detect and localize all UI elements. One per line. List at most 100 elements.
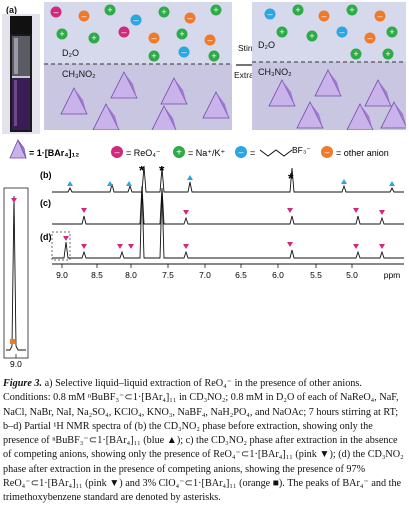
- svg-text:+: +: [179, 29, 184, 39]
- trace-label-c: (c): [40, 198, 51, 208]
- svg-text:+: +: [161, 7, 166, 17]
- inset-pink-marker: [11, 198, 17, 203]
- peak-markers-b: [67, 175, 395, 186]
- peak-markers-c: [81, 208, 385, 215]
- legend-other-text: = other anion: [336, 148, 389, 158]
- inset-trace: [6, 195, 26, 351]
- asterisk-2: *: [159, 166, 165, 178]
- d2o-label-left: D₂O: [62, 48, 79, 58]
- stirring-label: Stirring: [238, 43, 265, 53]
- svg-text:+: +: [389, 27, 394, 37]
- vial-photo: [2, 14, 40, 134]
- svg-text:–: –: [367, 33, 372, 43]
- ion-cation: [306, 30, 318, 42]
- svg-text:+: +: [213, 5, 218, 15]
- svg-text:+: +: [91, 33, 96, 43]
- axis-tick-label: ppm: [384, 270, 401, 280]
- ion-bf3: [336, 26, 348, 38]
- ion-bf3: [264, 8, 276, 20]
- axis-tick-label: 7.5: [162, 270, 174, 280]
- ion-cation: [88, 32, 100, 44]
- svg-text:+: +: [107, 5, 112, 15]
- ion-cation: [292, 4, 304, 16]
- ion-cation: [346, 4, 358, 16]
- panel-a-label: (a): [6, 5, 17, 15]
- ion-cation: [276, 26, 288, 38]
- svg-text:+: +: [59, 29, 64, 39]
- trace-c: [52, 185, 404, 225]
- trace-label-b: (b): [40, 170, 52, 180]
- d2o-label-right: D₂O: [258, 40, 275, 50]
- svg-text:–: –: [238, 147, 243, 157]
- svg-text:–: –: [321, 11, 326, 21]
- legend-cation-text: = Na⁺/K⁺: [188, 148, 226, 158]
- asterisk-3: *: [288, 170, 294, 186]
- caption-text: a) Selective liquid–liquid extraction of…: [3, 378, 404, 504]
- peak-markers-d: [63, 236, 385, 249]
- inset-orange-marker: [10, 339, 15, 344]
- figure-caption: Figure 3. a) Selective liquid–liquid ext…: [3, 377, 406, 506]
- svg-text:–: –: [133, 15, 138, 25]
- ion-other: [318, 10, 330, 22]
- svg-text:+: +: [353, 49, 358, 59]
- svg-text:+: +: [349, 5, 354, 15]
- ion-cation: [386, 26, 398, 38]
- svg-text:–: –: [53, 7, 58, 17]
- nitromethane-label-right: CH₃NO₂: [258, 67, 292, 77]
- legend-other-icon: [321, 146, 333, 158]
- svg-text:–: –: [339, 27, 344, 37]
- ion-cation: [104, 4, 116, 16]
- nitromethane-label-left: CH₃NO₂: [62, 69, 96, 79]
- axis-tick-label: 8.5: [91, 270, 103, 280]
- ion-cation: [210, 4, 222, 16]
- svg-text:+: +: [385, 49, 390, 59]
- butyl-chain-icon: [259, 149, 293, 157]
- svg-text:–: –: [151, 33, 156, 43]
- caption-figure-number: Figure 3.: [3, 378, 43, 389]
- svg-text:+: +: [151, 51, 156, 61]
- ion-other: [78, 10, 90, 22]
- trace-b: [52, 166, 404, 193]
- axis-tick-label: 6.0: [272, 270, 284, 280]
- ion-cation: [148, 50, 160, 62]
- svg-text:+: +: [279, 27, 284, 37]
- ion-other: [204, 34, 216, 46]
- ion-cation: [208, 50, 220, 62]
- svg-text:+: +: [295, 5, 300, 15]
- legend-cage-icon: [9, 139, 27, 159]
- svg-text:–: –: [81, 11, 86, 21]
- svg-text:–: –: [121, 27, 126, 37]
- axis-tick-label: 6.5: [235, 270, 247, 280]
- ion-reo4: [118, 26, 130, 38]
- legend-bf3-eq: =: [250, 148, 255, 158]
- ion-cation: [350, 48, 362, 60]
- svg-text:–: –: [181, 47, 186, 57]
- ion-other: [374, 10, 386, 22]
- ion-cation: [382, 48, 394, 60]
- svg-text:–: –: [324, 147, 329, 157]
- ion-cation: [158, 6, 170, 18]
- svg-text:+: +: [309, 31, 314, 41]
- ion-bf3: [130, 14, 142, 26]
- axis-tick-label: 7.0: [199, 270, 211, 280]
- trace-label-d: (d): [40, 232, 52, 242]
- axis-tick-label: 9.0: [56, 270, 68, 280]
- ion-other: [364, 32, 376, 44]
- ion-cation: [176, 28, 188, 40]
- legend-bf3-icon: [235, 146, 247, 158]
- asterisk-1: *: [139, 166, 145, 178]
- axis-tick-label: 8.0: [125, 270, 137, 280]
- svg-text:+: +: [211, 51, 216, 61]
- legend-cation-icon: [173, 146, 185, 158]
- ion-other: [148, 32, 160, 44]
- legend-bf3-text: BF₃⁻: [292, 145, 311, 155]
- legend-cage-text: = 1·[BAr₄]₁₂: [29, 148, 79, 158]
- svg-text:–: –: [377, 11, 382, 21]
- axis-tick-label: 5.5: [310, 270, 322, 280]
- ion-cation: [56, 28, 68, 40]
- legend-reo4-icon: [111, 146, 123, 158]
- svg-text:+: +: [176, 148, 182, 159]
- inset-tick: 9.0: [10, 359, 22, 369]
- highlight-box: [51, 231, 71, 261]
- scheme-before: ––+–+–+++––+–+–+: [44, 2, 232, 130]
